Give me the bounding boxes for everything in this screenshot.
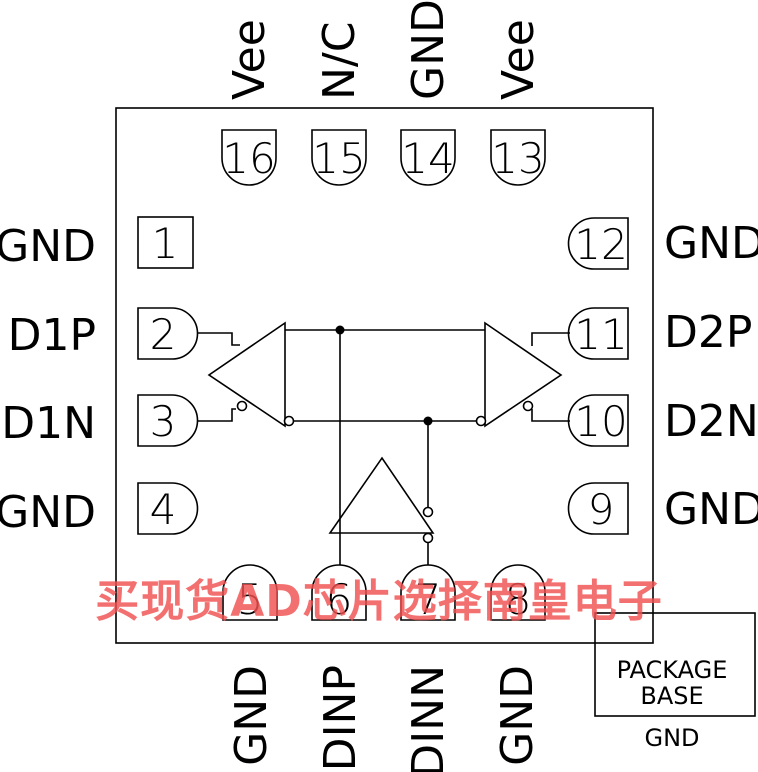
- right-label-pin10: D2N: [664, 396, 758, 447]
- pin-number-7: 7: [415, 575, 442, 624]
- pin-number-11: 11: [574, 310, 627, 359]
- pin-number-8: 8: [505, 575, 532, 624]
- pin-9-outline: [567, 482, 629, 535]
- pin-12-outline: [567, 217, 629, 270]
- left-label-pin1: GND: [0, 221, 96, 272]
- pin-number-1: 1: [152, 219, 179, 268]
- pin-1-outline: [137, 216, 194, 269]
- pin-11-outline: [567, 307, 629, 360]
- package-outline: [115, 107, 654, 644]
- buffer-right: [484, 321, 563, 428]
- pin-6-outline: [311, 564, 367, 621]
- package-base-line2: BASE: [640, 682, 703, 710]
- pin-14-outline: [400, 129, 456, 186]
- pin-number-16: 16: [222, 134, 275, 183]
- wiring: [197, 329, 570, 565]
- pin-5-outline: [222, 564, 278, 621]
- bottom-label-pin7: DINN: [403, 665, 454, 772]
- top-label-pin13: Vee: [493, 19, 544, 100]
- pin-13-outline: [490, 129, 546, 186]
- pin-number-12: 12: [574, 220, 627, 269]
- buffer-input: [328, 456, 435, 534]
- pin-7-outline: [400, 564, 456, 621]
- junction-dots: [335, 325, 433, 426]
- right-label-pin9: GND: [664, 484, 758, 535]
- buffer-left: [207, 321, 286, 428]
- package-base-line1: PACKAGE: [617, 656, 728, 684]
- pin-number-2: 2: [150, 310, 177, 359]
- top-label-pin14: GND: [403, 0, 454, 100]
- pin-4-outline: [137, 482, 199, 535]
- pin-number-13: 13: [491, 134, 544, 183]
- pin-10-outline: [567, 394, 629, 447]
- pin-number-9: 9: [588, 485, 615, 534]
- watermark-text: 买现货AD芯片选择南皇电子: [95, 576, 663, 627]
- left-label-pin4: GND: [0, 487, 96, 538]
- pin-number-4: 4: [150, 485, 177, 534]
- pin-16-outline: [221, 129, 277, 186]
- package-base-box: [594, 612, 756, 717]
- left-label-pin2: D1P: [8, 310, 96, 361]
- pin-15-outline: [311, 129, 367, 186]
- right-label-pin11: D2P: [664, 307, 752, 358]
- pin-3-outline: [137, 394, 199, 447]
- bottom-label-pin5: GND: [226, 665, 277, 766]
- pin-number-14: 14: [401, 134, 454, 183]
- pin-number-15: 15: [312, 134, 365, 183]
- left-label-pin3: D1N: [1, 398, 96, 449]
- top-label-pin15: N/C: [314, 22, 365, 100]
- right-label-pin12: GND: [664, 218, 758, 269]
- package-base-gnd: GND: [644, 724, 699, 752]
- top-label-pin16: Vee: [224, 19, 275, 100]
- bottom-label-pin8: GND: [492, 665, 543, 766]
- pin-number-5: 5: [237, 575, 264, 624]
- pin-number-3: 3: [150, 397, 177, 446]
- pin-number-6: 6: [326, 575, 353, 624]
- inversion-bubbles: [236, 400, 534, 544]
- pin-2-outline: [137, 307, 199, 360]
- pin-number-10: 10: [574, 397, 627, 446]
- pin-8-outline: [490, 564, 546, 621]
- bottom-label-pin6: DINP: [315, 665, 366, 771]
